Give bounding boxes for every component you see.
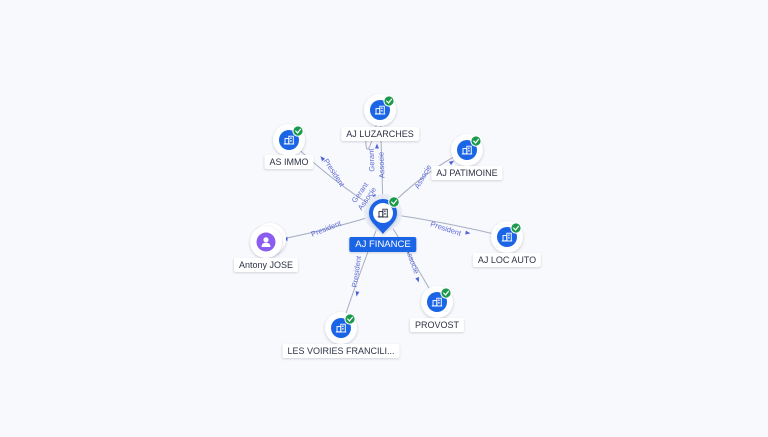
node-aj-patimoine[interactable]: [451, 134, 483, 166]
building-icon: [374, 105, 386, 115]
node-aj-loc-auto[interactable]: [491, 221, 523, 253]
verified-check-icon: [292, 125, 304, 137]
node-label-as-immo[interactable]: AS IMMO: [264, 155, 314, 169]
edge-arrow: [320, 156, 326, 162]
edge-label: Gerant: [367, 148, 377, 172]
verified-check-icon: [388, 196, 400, 208]
edge-arrow: [355, 291, 360, 297]
edge-arrow: [415, 276, 420, 283]
node-provost[interactable]: [421, 286, 453, 318]
node-label-les-voiries[interactable]: LES VOIRIES FRANCILI...: [282, 344, 400, 358]
node-aj-luzarches[interactable]: [364, 94, 396, 126]
verified-check-icon: [470, 135, 482, 147]
edge-label: Associe: [377, 152, 387, 179]
building-icon: [431, 297, 443, 307]
building-icon: [283, 135, 295, 145]
verified-check-icon: [383, 95, 395, 107]
verified-check-icon: [510, 222, 522, 234]
node-label-aj-luzarches[interactable]: AJ LUZARCHES: [341, 127, 419, 141]
node-label-aj-loc-auto[interactable]: AJ LOC AUTO: [472, 253, 542, 267]
node-label-provost[interactable]: PROVOST: [409, 318, 465, 332]
building-icon: [461, 145, 473, 155]
person-icon: [261, 237, 271, 247]
edge-label: Associe: [412, 163, 433, 190]
edge-label: President: [429, 219, 463, 238]
node-les-voiries[interactable]: [325, 312, 357, 344]
edge-arrow: [375, 143, 379, 149]
node-label-aj-patimoine[interactable]: AJ PATIMOINE: [431, 166, 503, 180]
edge-label: President: [310, 218, 344, 239]
building-icon: [377, 208, 389, 218]
edge-arrow: [465, 230, 471, 235]
node-as-immo[interactable]: [273, 124, 305, 156]
node-label-center[interactable]: AJ FINANCE: [349, 237, 417, 252]
node-center[interactable]: [364, 194, 402, 234]
verified-check-icon: [440, 287, 452, 299]
building-icon: [501, 232, 513, 242]
node-label-antony-jose[interactable]: Antony JOSE: [233, 258, 299, 272]
edge-label: President: [350, 254, 363, 288]
verified-check-icon: [344, 313, 356, 325]
edge-arrow: [448, 160, 455, 166]
building-icon: [335, 323, 347, 333]
node-antony-jose[interactable]: [250, 223, 286, 258]
